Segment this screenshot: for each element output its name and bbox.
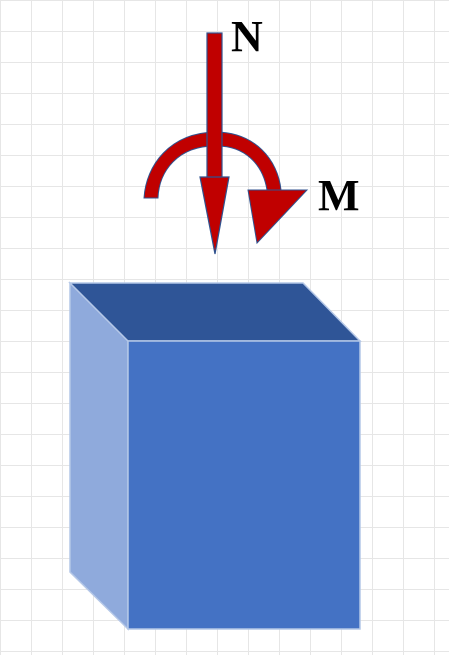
- force-label: N: [231, 12, 263, 61]
- moment-arrowhead: [247, 189, 309, 245]
- moment-arrow: [143, 131, 309, 245]
- block-front-face: [127, 340, 361, 630]
- block: [68, 281, 362, 631]
- moment-label: M: [318, 171, 360, 220]
- block-side-face: [69, 281, 129, 631]
- force-arrow: [199, 32, 230, 255]
- force-arrowhead: [199, 176, 230, 255]
- force-arrow-shaft: [206, 32, 223, 179]
